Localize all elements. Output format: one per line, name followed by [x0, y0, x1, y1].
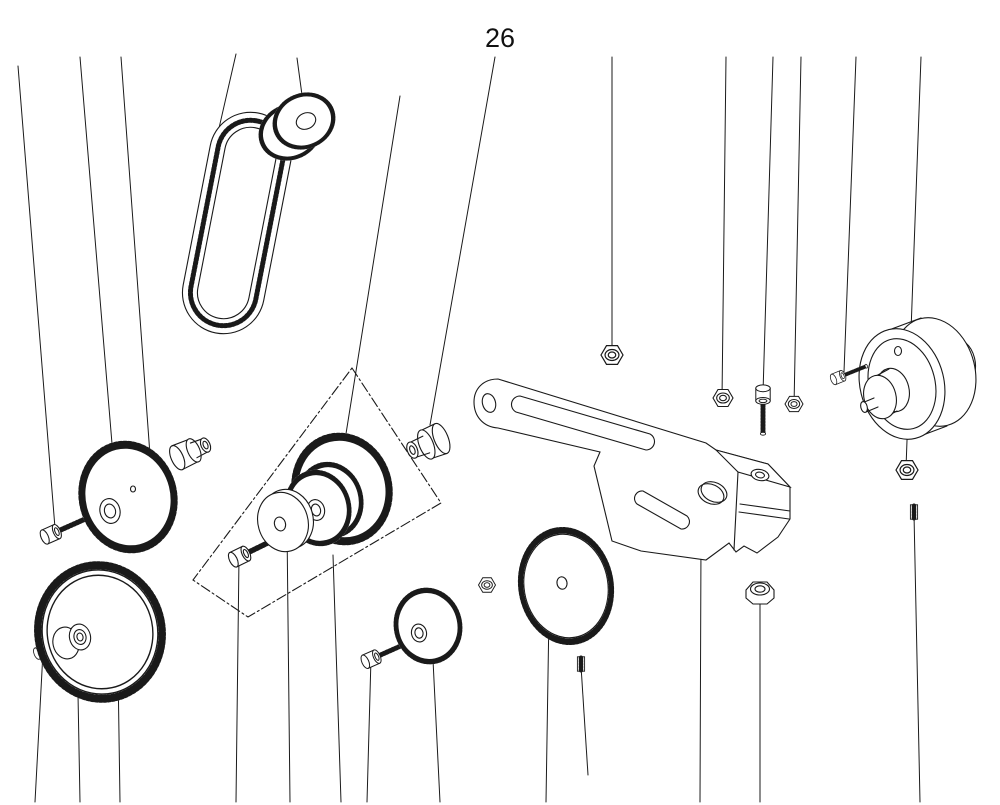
clamp-slit: [738, 503, 791, 520]
spacer-bushing-left: [169, 437, 212, 471]
arm-slot: [510, 395, 656, 451]
timing-belt: [181, 111, 293, 335]
figure-label: 26: [485, 23, 515, 53]
flange-hole: [893, 345, 903, 357]
clamp-block-top: [714, 448, 792, 489]
hex-nut-b: [712, 388, 734, 408]
clamp-bolt-hole: [750, 468, 770, 482]
spacer-bushing-center: [406, 422, 451, 460]
motor-shaft: [860, 401, 868, 413]
set-screw-center: [577, 657, 584, 671]
arm-end-hole: [481, 393, 497, 413]
hex-nut-right: [895, 460, 919, 480]
centerline-box: [192, 367, 442, 618]
large-gear: [34, 561, 166, 703]
pivot-hole: [700, 481, 728, 503]
bracket-arm: [473, 378, 792, 561]
hex-nut-c: [784, 395, 804, 413]
set-screw-right: [910, 505, 917, 519]
motor-pulley-assembly: [858, 317, 977, 440]
hex-nut-a: [600, 345, 624, 365]
hex-nut-large: [745, 581, 775, 605]
hex-nut-small: [478, 577, 496, 593]
spur-gear-left: [67, 430, 190, 564]
flat-gear: [517, 526, 615, 646]
wing-slot: [633, 490, 691, 530]
leader-lines: [17, 53, 922, 803]
small-gear-bottom: [386, 581, 469, 671]
clamp-screw: [756, 385, 770, 435]
washer-disc: [257, 488, 314, 553]
pinion-gear: [249, 83, 344, 171]
